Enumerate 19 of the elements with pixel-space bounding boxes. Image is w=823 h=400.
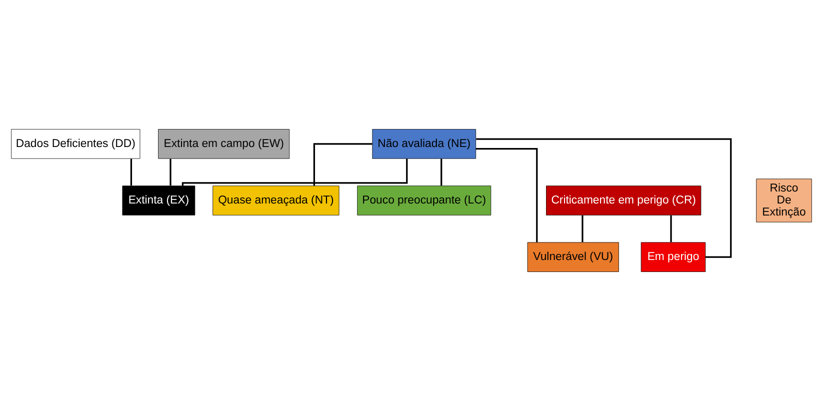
node-box: Risco De Extinção (756, 178, 812, 222)
connector (476, 147, 538, 242)
connector (440, 158, 442, 186)
connector (670, 214, 672, 242)
node-box: Vulnerável (VU) (527, 242, 619, 272)
connector (170, 158, 172, 186)
node-box: Em perigo (640, 242, 706, 272)
node-box: Criticamente em perigo (CR) (546, 185, 702, 215)
node-box: Extinta (EX) (122, 185, 196, 215)
connector (130, 158, 132, 186)
node-box: Pouco preocupante (LC) (357, 185, 492, 215)
connector (582, 214, 584, 242)
node-box: Dados Deficientes (DD) (11, 128, 140, 158)
connector (476, 138, 732, 258)
node-box: Extinta em campo (EW) (158, 128, 290, 158)
connector (182, 158, 408, 186)
connector (313, 142, 372, 186)
node-box: Quase ameaçada (NT) (212, 185, 340, 215)
node-box: Não avaliada (NE) (372, 128, 476, 158)
